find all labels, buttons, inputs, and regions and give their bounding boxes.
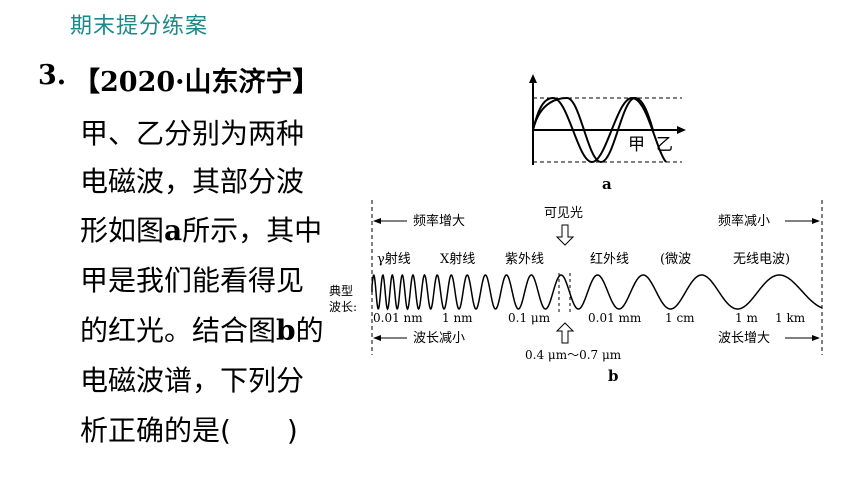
wavelength-1: 1 nm bbox=[442, 311, 473, 325]
band-uv: 紫外线 bbox=[505, 252, 544, 267]
question-line-1: 甲、乙分别为两种 bbox=[80, 117, 305, 150]
wavelength-0: 0.01 nm bbox=[373, 311, 423, 325]
band-radio: 无线电波) bbox=[733, 252, 790, 267]
typical-label-1: 典型 bbox=[329, 284, 353, 298]
figure-b-caption: b bbox=[608, 367, 619, 385]
question-line-2: 电磁波，其部分波 bbox=[80, 165, 305, 198]
wavelength-5: 1 m bbox=[735, 311, 758, 325]
figure-b: 频率增大 可见光 频率减小 γ射线 X射线 紫外线 红外线 (微波 无线电波) … bbox=[329, 200, 823, 385]
question-line-6: 电磁波谱，下列分 bbox=[80, 364, 305, 397]
wave-yi bbox=[532, 96, 667, 164]
freq-increase-label: 频率增大 bbox=[413, 213, 465, 229]
section-header: 期末提分练案 bbox=[70, 14, 209, 39]
question-text-fragment: 的红光。结合图 bbox=[80, 314, 277, 347]
figure-a-caption: a bbox=[602, 175, 612, 190]
question-line-7: 析正确的是( ) bbox=[80, 414, 298, 447]
question-text-fragment: 形如图 bbox=[80, 214, 165, 247]
typical-label-2: 波长: bbox=[329, 300, 357, 314]
question-line-5: 的红光。结合图b的 bbox=[80, 309, 324, 349]
wavelength-increase-label: 波长增大 bbox=[718, 331, 770, 346]
band-xray: X射线 bbox=[440, 251, 475, 267]
band-ir: 红外线 bbox=[590, 251, 629, 267]
wavelength-6: 1 km bbox=[775, 311, 806, 325]
visible-range-label: 0.4 μm～0.7 μm bbox=[525, 348, 622, 362]
wavelength-decrease-arrowhead bbox=[373, 335, 381, 341]
freq-increase-arrowhead bbox=[373, 218, 381, 224]
figure-a: 甲 乙 a bbox=[529, 74, 686, 190]
wavelength-4: 1 cm bbox=[665, 311, 695, 325]
figure-a-y-arrow bbox=[529, 74, 537, 83]
question-text-fragment: 的 bbox=[295, 314, 324, 347]
visible-down-arrow-icon bbox=[555, 224, 575, 246]
question-text-fragment: 所示，其中 bbox=[182, 214, 323, 247]
visible-up-arrow-icon bbox=[555, 322, 575, 344]
spectrum-wave bbox=[371, 273, 823, 311]
question-number: 3. bbox=[38, 60, 67, 91]
freq-decrease-label: 频率减小 bbox=[718, 213, 770, 229]
band-microwave: (微波 bbox=[660, 252, 691, 267]
freq-decrease-arrowhead bbox=[812, 218, 820, 224]
figure-ref-a: a bbox=[164, 214, 183, 247]
question-source: 【2020·山东济宁】 bbox=[73, 67, 320, 98]
figure-ref-b: b bbox=[276, 314, 296, 347]
label-jia: 甲 bbox=[628, 135, 645, 155]
wavelength-3: 0.01 mm bbox=[588, 311, 642, 325]
question-line-3: 形如图a所示，其中 bbox=[80, 209, 322, 249]
wave-jia bbox=[532, 96, 654, 164]
band-gamma: γ射线 bbox=[377, 251, 411, 267]
label-yi: 乙 bbox=[656, 135, 673, 155]
visible-light-label: 可见光 bbox=[544, 206, 583, 221]
figure-a-x-arrow bbox=[677, 126, 686, 134]
question-line-4: 甲是我们能看得见 bbox=[80, 264, 305, 297]
wavelength-decrease-label: 波长减小 bbox=[413, 331, 465, 346]
wavelength-2: 0.1 μm bbox=[508, 311, 551, 325]
wavelength-increase-arrowhead bbox=[812, 335, 820, 341]
